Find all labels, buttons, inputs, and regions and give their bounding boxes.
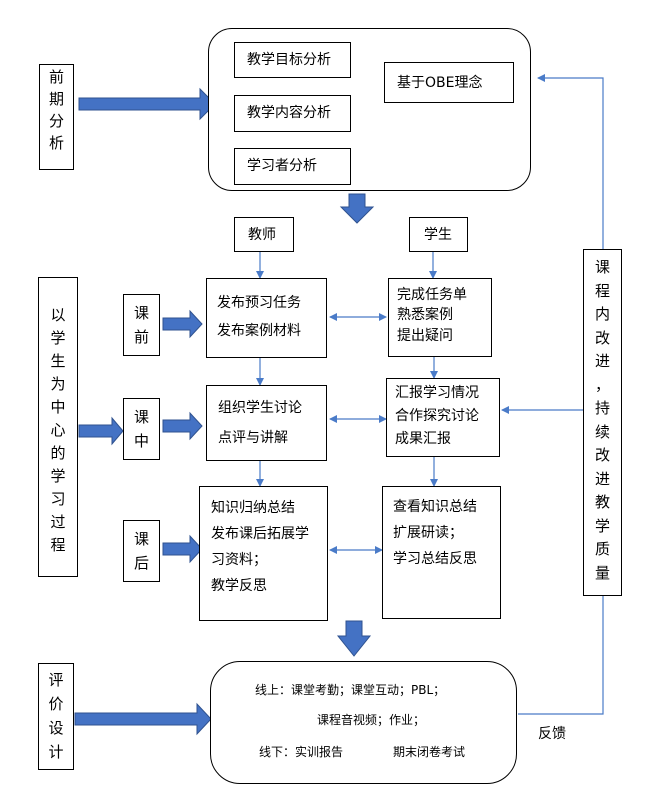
learner-analysis-box	[234, 148, 351, 185]
student-after-box	[382, 486, 501, 619]
student-during-line3: 成果汇报	[395, 431, 451, 447]
teacher-after-line4: 教学反思	[211, 578, 267, 594]
center-process-box	[38, 277, 78, 577]
content-analysis-text: 教学内容分析	[247, 105, 331, 121]
student-before-line3: 提出疑问	[397, 328, 453, 344]
student-before-line1: 完成任务单	[397, 287, 467, 303]
teacher-after-line1: 知识归纳总结	[211, 500, 295, 516]
pingjia-label: 评 价 设 计	[48, 671, 64, 761]
qianqi-label: 前 期 分 析	[48, 68, 64, 152]
obe-box	[384, 62, 514, 103]
teacher-before-box	[206, 278, 327, 358]
teacher-after-line3: 习资料；	[211, 552, 267, 568]
stage-during-box	[123, 398, 160, 460]
student-during-box	[386, 378, 500, 457]
pingjia-box	[38, 663, 74, 770]
teacher-after-line2: 发布课后拓展学	[211, 526, 309, 542]
arrow-qianqi-to-analysis	[78, 87, 216, 121]
arrow-kehou-stage	[162, 534, 203, 564]
arrow-down-analysis	[339, 193, 375, 224]
stage-after-label: 课 后	[133, 530, 149, 572]
teacher-box	[234, 217, 294, 252]
arrow-kezhong-stage	[162, 411, 203, 441]
teacher-text: 教师	[248, 227, 276, 243]
feedback-label: 反馈	[538, 726, 566, 742]
content-analysis-box	[234, 95, 351, 132]
arrow-pingjia-to-eval	[74, 702, 212, 736]
evaluation-line3a: 线下：实训报告	[259, 745, 344, 759]
student-during-line1: 汇报学习情况	[395, 385, 479, 401]
arrow-keqian-stage	[162, 309, 203, 339]
learner-analysis-text: 学习者分析	[247, 158, 317, 174]
evaluation-line3b: 期末闭卷考试	[393, 745, 466, 759]
teacher-before-line1: 发布预习任务	[217, 295, 301, 311]
stage-before-box	[123, 294, 160, 356]
center-process-label: 以 学 生 为 中 心 的 学 习 过 程	[50, 306, 66, 554]
arrow-center-to-kezhong	[78, 416, 124, 446]
stage-during-label: 课 中	[133, 408, 149, 450]
obe-text: 基于OBE理念	[397, 75, 483, 91]
teacher-during-box	[206, 385, 327, 461]
evaluation-container	[210, 661, 517, 784]
qianqi-box	[39, 64, 74, 170]
teacher-after-box	[199, 486, 328, 621]
goal-analysis-text: 教学目标分析	[247, 52, 331, 68]
student-after-line2: 扩展研读；	[393, 525, 463, 541]
student-text: 学生	[424, 227, 452, 243]
arrow-down-to-eval	[336, 620, 372, 657]
evaluation-line2: 课程音视频；作业；	[317, 713, 426, 727]
goal-analysis-box	[234, 42, 351, 78]
student-after-line3: 学习总结反思	[393, 551, 477, 567]
student-after-line1: 查看知识总结	[393, 499, 477, 515]
student-box	[409, 217, 468, 252]
stage-after-box	[123, 520, 160, 582]
teacher-before-line2: 发布案例材料	[217, 323, 301, 339]
improvement-label: 课 程 内 改 进 ， 持 续 改 进 教 学 质 量	[594, 258, 610, 582]
student-before-line2: 熟悉案例	[397, 307, 453, 323]
improvement-box	[583, 249, 622, 596]
teacher-during-line2: 点评与讲解	[218, 430, 288, 446]
evaluation-line1: 线上：课堂考勤；课堂互动；PBL；	[255, 683, 446, 697]
student-during-line2: 合作探究讨论	[395, 408, 479, 424]
student-before-box	[388, 278, 492, 357]
teacher-during-line1: 组织学生讨论	[218, 400, 302, 416]
stage-before-label: 课 前	[133, 304, 149, 346]
